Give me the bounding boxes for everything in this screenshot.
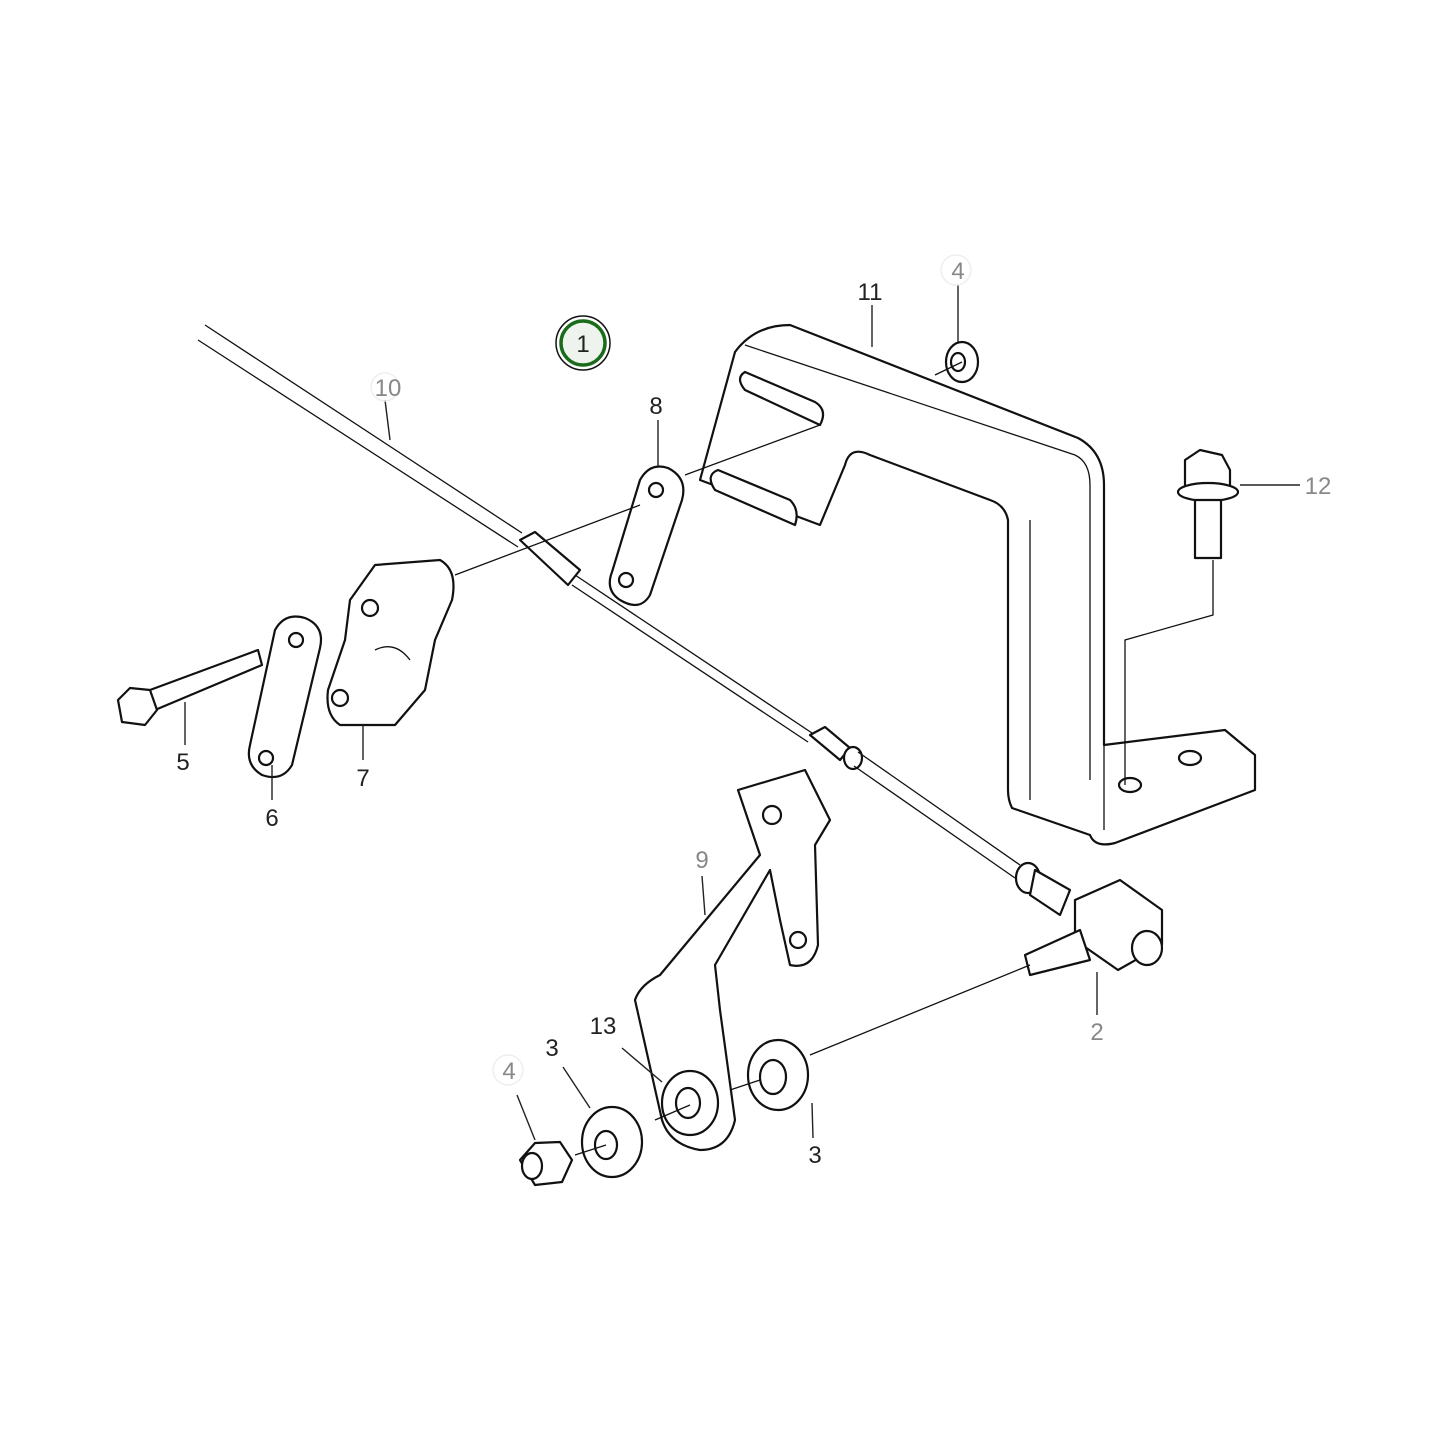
- assembly-axis-lines: [454, 361, 1214, 1156]
- callout-10[interactable]: 10: [375, 375, 402, 402]
- callout-11[interactable]: 11: [858, 279, 883, 306]
- callout-7[interactable]: 7: [356, 765, 369, 792]
- washer-part-3-right: [746, 1038, 810, 1112]
- bolt-part-12: [1176, 448, 1240, 560]
- callout-6[interactable]: 6: [265, 805, 278, 832]
- leader-lines: [184, 285, 1300, 1141]
- callout-9[interactable]: 9: [695, 847, 708, 874]
- nut-part-4-bottom: [518, 1140, 574, 1187]
- plate-part-6: [247, 615, 323, 779]
- washer-part-3-left: [580, 1105, 644, 1179]
- ball-joint-part-2: [1023, 878, 1164, 977]
- callout-8[interactable]: 8: [649, 393, 662, 420]
- bushing-part-13: [660, 1069, 720, 1137]
- bolt-part-5: [116, 648, 264, 727]
- callout-2[interactable]: 2: [1090, 1019, 1103, 1046]
- lever-part-9: [633, 768, 832, 1152]
- plate-part-8: [608, 465, 685, 607]
- bracket-part-11: [698, 323, 1257, 846]
- assembly-callout-1[interactable]: 1: [555, 315, 611, 371]
- callout-3-right[interactable]: 3: [808, 1142, 821, 1169]
- callout-4-top[interactable]: 4: [951, 258, 964, 285]
- callout-4-bottom[interactable]: 4: [502, 1058, 515, 1085]
- callout-12[interactable]: 12: [1305, 473, 1332, 500]
- callout-label: 1: [576, 331, 589, 358]
- callout-3-left[interactable]: 3: [545, 1035, 558, 1062]
- clamp-part-7: [326, 558, 455, 727]
- callout-13[interactable]: 13: [590, 1013, 617, 1040]
- callout-5[interactable]: 5: [176, 749, 189, 776]
